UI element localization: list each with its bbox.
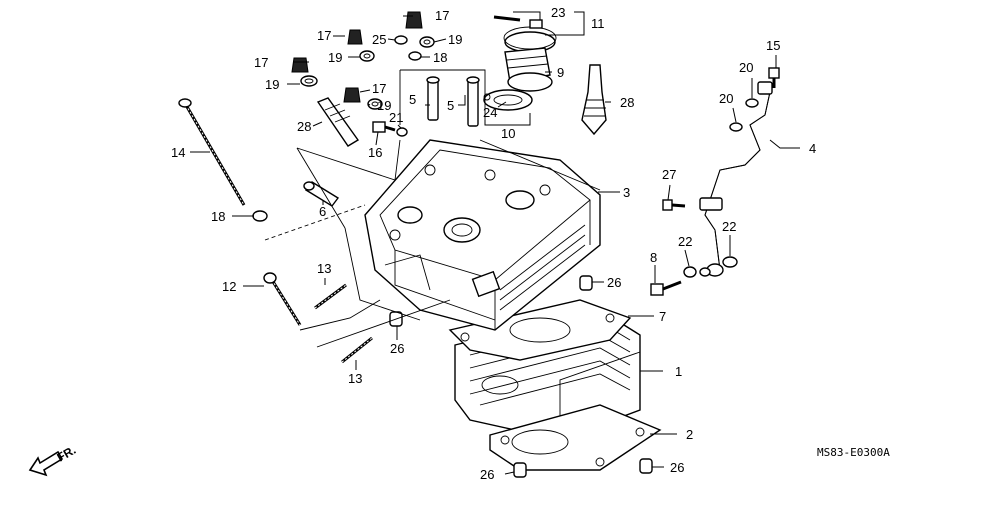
washer-20-lower-part [729, 122, 743, 132]
bolt-15-part [768, 67, 780, 88]
cap-17-top-left-part [347, 29, 375, 62]
clamp-23-part [493, 15, 557, 50]
callout-16: 16 [368, 145, 382, 160]
callout-2: 2 [686, 427, 693, 442]
callout-28-right: 28 [620, 95, 634, 110]
callout-13-lower: 13 [348, 371, 362, 386]
callout-5-right: 5 [447, 98, 454, 113]
callout-13-upper: 13 [317, 261, 331, 276]
front-arrow-icon [28, 450, 64, 477]
callout-11: 11 [591, 16, 605, 31]
callout-26-right: 26 [607, 275, 621, 290]
callout-labels: 1 2 3 4 5 5 6 7 8 9 10 11 12 13 13 14 15… [171, 5, 816, 482]
callout-3: 3 [623, 185, 630, 200]
callout-18-top: 18 [433, 50, 447, 65]
bolt-8-part [650, 280, 682, 296]
washer-20-upper-part [745, 98, 759, 108]
callout-10: 10 [501, 126, 515, 141]
stud-bolt-14-part [178, 98, 246, 206]
callout-12: 12 [222, 279, 236, 294]
callout-9: 9 [557, 65, 564, 80]
front-direction-indicator: FR. [28, 443, 78, 477]
cap-17-top-right-part [405, 11, 435, 48]
callout-15: 15 [766, 38, 780, 53]
callout-5-left: 5 [409, 92, 416, 107]
bolt-12-part [263, 272, 302, 326]
bolt-16-part [372, 121, 396, 133]
washer-21-part [396, 127, 408, 137]
intake-joint-9-part [504, 31, 556, 92]
stud-13-upper-part [314, 283, 347, 310]
cap-17-mid-part [343, 87, 383, 110]
seal-25-part [394, 35, 408, 45]
head-gasket-part [448, 299, 632, 361]
callout-25: 25 [372, 32, 386, 47]
callout-19-left: 19 [265, 77, 279, 92]
callout-20-lower: 20 [719, 91, 733, 106]
callout-26-bottom-left: 26 [480, 467, 494, 482]
callout-7: 7 [659, 309, 666, 324]
valve-guide-5-left-part [426, 76, 440, 121]
callout-1: 1 [675, 364, 682, 379]
cylinder-base-gasket-part [489, 404, 662, 471]
callout-26-bottom-right: 26 [670, 460, 684, 475]
washer-18-top-part [408, 51, 422, 61]
callout-20-upper: 20 [739, 60, 753, 75]
spark-plug-28-left-part [316, 97, 360, 147]
callout-19-top: 19 [328, 50, 342, 65]
washer-22-left-part [683, 266, 697, 278]
callout-17-mid: 17 [372, 81, 386, 96]
callout-26-left: 26 [390, 341, 404, 356]
callout-24: 24 [483, 105, 497, 120]
stud-13-lower-part [341, 336, 373, 364]
spark-plug-28-right-part [581, 64, 607, 136]
callout-8: 8 [650, 250, 657, 265]
catalog-code: MS83-E0300A [817, 446, 890, 459]
callout-6: 6 [319, 204, 326, 219]
callout-17-right: 17 [435, 8, 449, 23]
washer-18-part [252, 210, 268, 222]
callout-27: 27 [662, 167, 676, 182]
callout-17-top: 17 [317, 28, 331, 43]
callout-19-mid: 19 [377, 98, 391, 113]
callout-4: 4 [809, 141, 816, 156]
callout-28-left: 28 [297, 119, 311, 134]
callout-19-right: 19 [448, 32, 462, 47]
callout-17-left: 17 [254, 55, 268, 70]
cylinder-head-part [364, 139, 601, 331]
callout-21: 21 [389, 110, 403, 125]
insulator-24-part [483, 89, 533, 111]
dowel-pin-26-right-part [579, 275, 593, 291]
dowel-pin-26-bottom-left-part [513, 462, 527, 478]
dowel-pin-26-bottom-right-part [639, 458, 653, 474]
callout-18-left: 18 [211, 209, 225, 224]
bolt-27-part [662, 199, 686, 211]
callout-22-left: 22 [678, 234, 692, 249]
callout-22-right: 22 [722, 219, 736, 234]
callout-14: 14 [171, 145, 185, 160]
valve-guide-6-part [303, 181, 340, 207]
oil-pipe-4-part [699, 81, 773, 277]
valve-guide-5-right-part [466, 76, 480, 127]
callout-23: 23 [551, 5, 565, 20]
washer-22-right-part [722, 256, 738, 268]
leader-lines [190, 11, 800, 475]
